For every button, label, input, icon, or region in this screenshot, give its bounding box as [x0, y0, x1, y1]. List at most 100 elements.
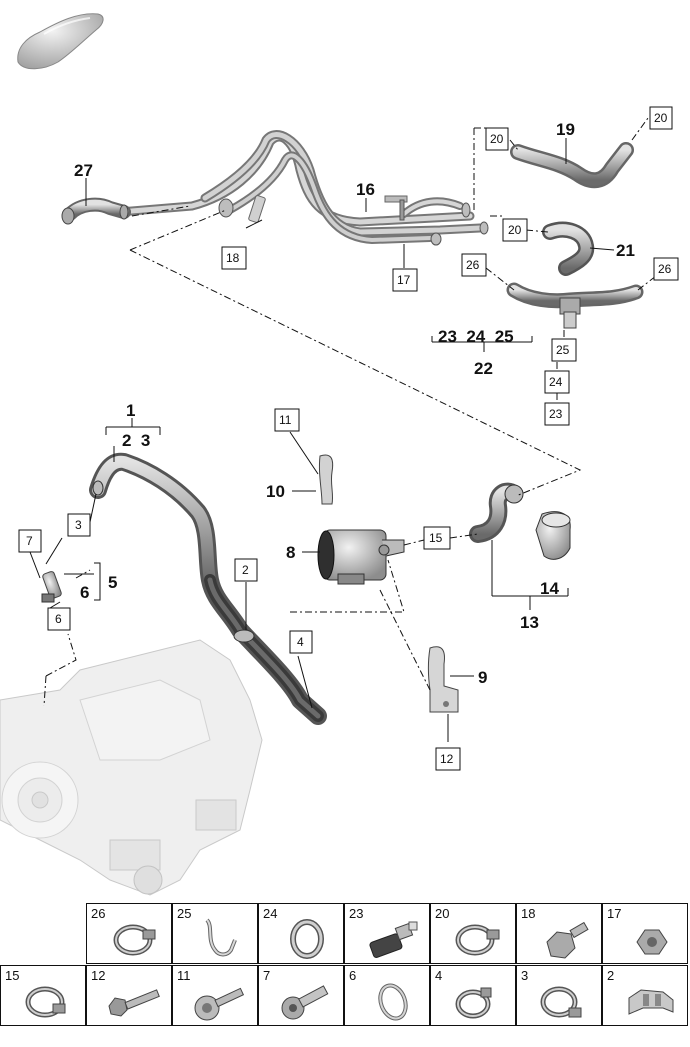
hose-clamp-icon	[25, 986, 66, 1018]
callout-22: 22	[474, 359, 493, 378]
box-ref-25: 25	[551, 338, 577, 362]
svg-text:11: 11	[279, 413, 292, 427]
legend-cell-20: 20	[430, 903, 516, 964]
sealing-ring-icon	[290, 919, 324, 959]
leader-lines	[29, 138, 615, 742]
callout-numbers: 27 16 19 21 23 24 25 22 1 2 3 5 6 10 8 1…	[74, 120, 635, 687]
svg-text:3: 3	[75, 518, 82, 532]
box-ref-3: 3	[67, 513, 91, 537]
legend-cell-11: 11	[172, 965, 258, 1026]
hex-nut-icon	[636, 929, 668, 955]
svg-text:18: 18	[226, 251, 240, 265]
hose-22	[506, 282, 644, 329]
legend-cell-24: 24	[258, 903, 344, 964]
svg-text:2: 2	[242, 563, 249, 577]
box-ref-23: 23	[544, 402, 570, 426]
legend-number: 18	[521, 906, 536, 921]
box-ref-24: 24	[544, 370, 570, 394]
legend-cell-15: 15	[0, 965, 86, 1026]
svg-text:26: 26	[466, 258, 480, 272]
legend-cell-26: 26	[86, 903, 172, 964]
spring-clip-icon	[205, 918, 237, 957]
callout-6: 6	[80, 583, 89, 602]
legend-number: 15	[5, 968, 20, 983]
legend-number: 4	[435, 968, 443, 983]
holder-bracket-icon	[628, 989, 674, 1015]
callout-9: 9	[478, 668, 487, 687]
coolant-hose-assembly	[115, 130, 489, 246]
svg-text:26: 26	[658, 262, 672, 276]
svg-text:15: 15	[429, 531, 443, 545]
box-ref-26a: 26	[461, 253, 487, 277]
hose-21	[542, 221, 595, 276]
parts-legend: 26 25 24 23 20 18 17 15	[0, 903, 690, 1027]
legend-row-bottom: 15 12 11 7 6 4 3 2	[0, 965, 690, 1027]
box-ref-26b: 26	[653, 257, 679, 281]
legend-number: 23	[349, 906, 364, 921]
box-ref-20a: 20	[485, 127, 509, 151]
box-ref-2: 2	[234, 558, 258, 582]
hose-1	[89, 452, 327, 725]
bracket-10	[318, 454, 334, 505]
callout-10: 10	[266, 482, 285, 501]
legend-number: 17	[607, 906, 622, 921]
temperature-sensor-icon	[369, 921, 418, 958]
svg-text:20: 20	[508, 223, 522, 237]
callout-27: 27	[74, 161, 93, 180]
box-ref-20b: 20	[649, 106, 673, 130]
svg-text:24: 24	[549, 375, 563, 389]
transmission-housing	[0, 639, 263, 896]
legend-number: 11	[177, 968, 191, 983]
legend-cell-12: 12	[86, 965, 172, 1026]
legend-number: 20	[435, 906, 450, 921]
svg-text:20: 20	[490, 132, 504, 146]
connection-lines	[43, 117, 657, 707]
legend-cell-2: 2	[602, 965, 688, 1026]
callout-21: 21	[616, 241, 635, 260]
vehicle-thumbnail-icon	[17, 13, 104, 70]
hose-clamp-icon	[455, 924, 500, 956]
socket-screw-icon	[281, 985, 329, 1020]
elbow-14	[535, 511, 571, 560]
flange-bolt-icon	[194, 987, 245, 1021]
boxed-references: 20 20 20 18 17 26 26 25 24 23 11 3 7 6 2…	[18, 106, 679, 771]
hose-19	[510, 142, 634, 189]
svg-text:17: 17	[397, 273, 411, 287]
box-ref-7: 7	[18, 529, 42, 553]
svg-text:6: 6	[55, 612, 62, 626]
callout-2-3: 2 3	[122, 431, 150, 450]
svg-text:25: 25	[556, 343, 570, 357]
legend-number: 12	[91, 968, 106, 983]
legend-number: 24	[263, 906, 278, 921]
hose-clamp-icon	[540, 986, 582, 1018]
callout-5: 5	[108, 573, 117, 592]
box-ref-6: 6	[47, 607, 71, 631]
box-ref-15: 15	[423, 526, 451, 550]
svg-text:7: 7	[26, 534, 33, 548]
hex-bolt-icon	[546, 921, 589, 959]
callout-16: 16	[356, 180, 375, 199]
legend-number: 26	[91, 906, 106, 921]
box-ref-11: 11	[274, 408, 300, 432]
svg-text:4: 4	[297, 635, 304, 649]
bracket-9	[428, 646, 459, 713]
legend-number: 25	[177, 906, 192, 921]
legend-cell-4: 4	[430, 965, 516, 1026]
hose-27	[61, 197, 131, 225]
legend-cell-3: 3	[516, 965, 602, 1026]
legend-cell-23: 23	[344, 903, 430, 964]
legend-cell-25: 25	[172, 903, 258, 964]
hose-clamp-icon	[113, 924, 156, 956]
svg-text:20: 20	[654, 111, 668, 125]
box-ref-17: 17	[392, 268, 418, 292]
legend-cell-7: 7	[258, 965, 344, 1026]
hose-clamp-icon	[455, 987, 492, 1019]
box-ref-18: 18	[221, 246, 247, 270]
callout-14: 14	[540, 579, 559, 598]
temperature-sensor-5	[41, 571, 62, 603]
box-ref-20c: 20	[502, 218, 528, 242]
box-ref-4: 4	[289, 630, 313, 654]
svg-text:12: 12	[440, 752, 454, 766]
legend-number: 7	[263, 968, 271, 983]
